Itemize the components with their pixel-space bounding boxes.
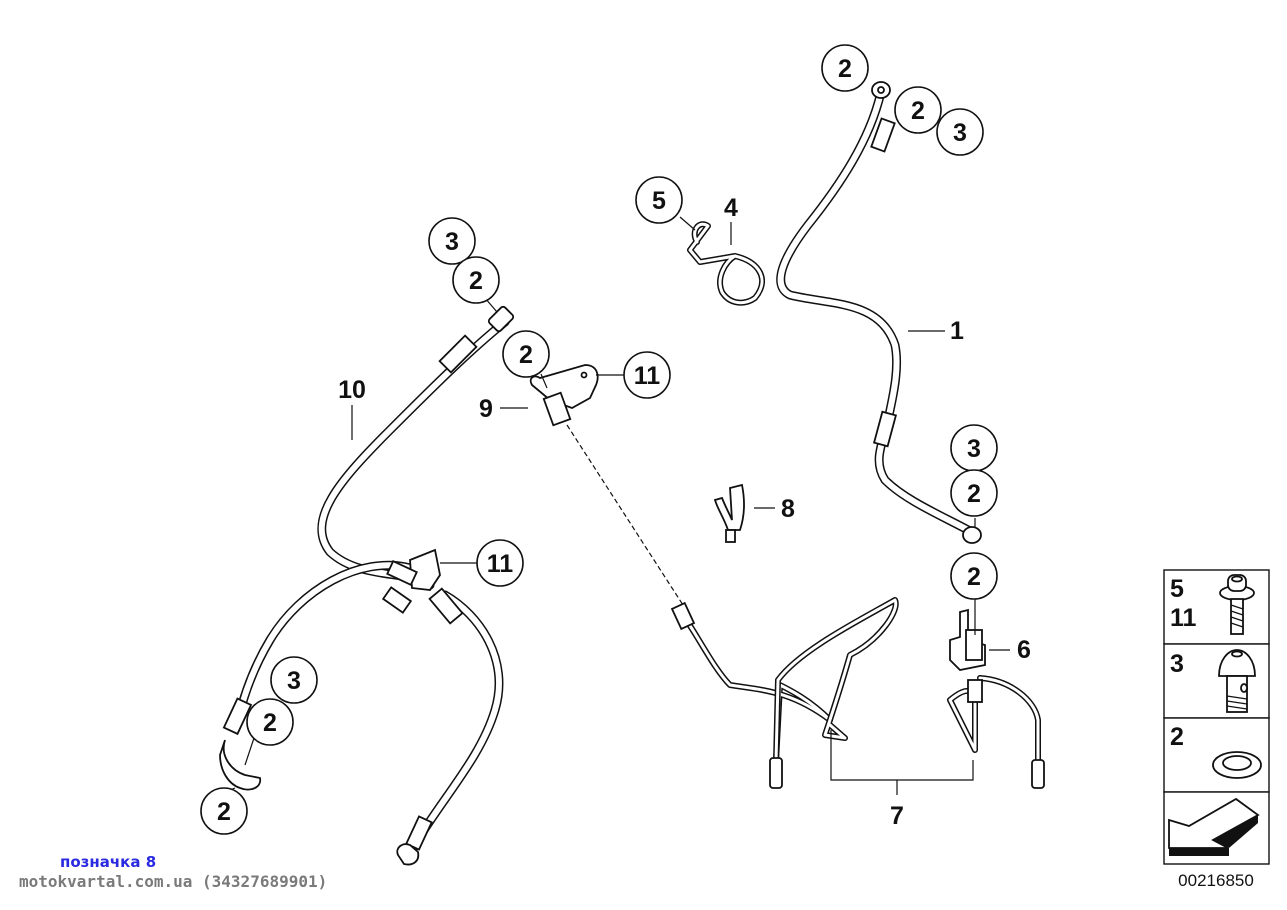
callout-part9-washer-2[interactable]: 2 (502, 330, 550, 378)
sealing-washer-icon (1212, 751, 1262, 779)
callout-number: 3 (967, 435, 981, 463)
callout-lower-left-2a[interactable]: 2 (246, 698, 294, 746)
flange-bolt-icon (1219, 574, 1255, 635)
label-part-4[interactable]: 4 (724, 194, 738, 222)
callout-number: 2 (263, 709, 277, 737)
callout-number: 3 (445, 228, 459, 256)
part-4-wire-clip[interactable] (687, 221, 766, 306)
leader-lines (229, 216, 1010, 795)
callout-number: 2 (469, 267, 483, 295)
callout-lower-left-3[interactable]: 3 (270, 656, 318, 704)
callout-number: 2 (967, 563, 981, 591)
legend-num-2: 2 (1170, 723, 1184, 751)
part-7-brake-pipes[interactable] (670, 597, 1045, 789)
callout-number: 3 (287, 667, 301, 695)
callout-number: 2 (838, 55, 852, 83)
callout-part9-bolt-11[interactable]: 11 (623, 351, 671, 399)
banjo-bolt-icon (1218, 649, 1256, 713)
watermark-label: позначка 8 (60, 853, 157, 871)
callout-number: 11 (487, 550, 514, 578)
legend-num-11: 11 (1170, 604, 1197, 632)
callout-part5[interactable]: 5 (635, 176, 683, 224)
legend-panel: 5 11 3 2 00216 (1163, 569, 1270, 890)
callout-top-right-2a[interactable]: 2 (821, 44, 869, 92)
diagram-id: 00216850 (1178, 871, 1254, 890)
callout-number: 2 (911, 97, 925, 125)
callout-top-right-2b[interactable]: 2 (894, 86, 942, 134)
label-part-10[interactable]: 10 (338, 376, 366, 404)
callout-part10-3[interactable]: 3 (428, 217, 476, 265)
watermark-site[interactable]: motokvartal.com.ua (34327689901) (19, 872, 328, 891)
direction-arrow-icon (1168, 797, 1260, 856)
label-part-9[interactable]: 9 (479, 395, 493, 423)
callout-number: 5 (652, 187, 666, 215)
label-part-6[interactable]: 6 (1017, 636, 1031, 664)
callout-junction-bolt-11[interactable]: 11 (476, 539, 524, 587)
callout-part10-2[interactable]: 2 (452, 256, 500, 304)
label-part-7[interactable]: 7 (890, 802, 904, 830)
part-10-brake-hose[interactable] (219, 305, 515, 866)
callout-part1-3[interactable]: 3 (950, 424, 998, 472)
part-1-brake-hose[interactable] (776, 81, 982, 544)
callout-number: 3 (953, 119, 967, 147)
legend-row-banjo-bolt[interactable] (1163, 643, 1270, 719)
legend-num-5: 5 (1170, 575, 1184, 603)
label-part-8[interactable]: 8 (781, 495, 795, 523)
callout-part1-2b[interactable]: 2 (950, 552, 998, 600)
callout-number: 2 (967, 480, 981, 508)
callout-top-right-3[interactable]: 3 (936, 108, 984, 156)
callout-number: 2 (217, 798, 231, 826)
part-8-clip[interactable] (713, 483, 745, 543)
part-6-distributor[interactable] (949, 608, 986, 671)
part-9-sensor-bracket[interactable] (529, 364, 684, 606)
callout-lower-left-2b[interactable]: 2 (200, 787, 248, 835)
legend-num-3: 3 (1170, 650, 1184, 678)
legend-row-flange-bolt[interactable] (1163, 569, 1270, 645)
label-part-1[interactable]: 1 (950, 317, 964, 345)
callout-number: 11 (634, 362, 661, 390)
callout-part1-2a[interactable]: 2 (950, 469, 998, 517)
callout-number: 2 (519, 341, 533, 369)
